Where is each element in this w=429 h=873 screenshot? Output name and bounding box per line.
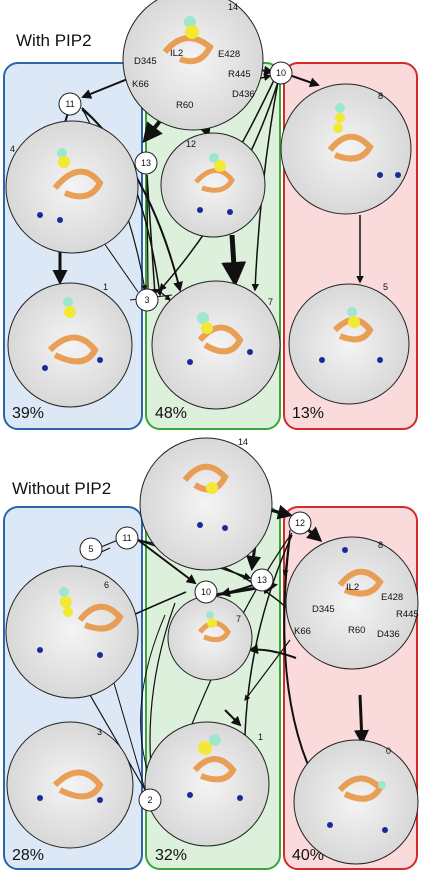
state-node-12: 12 [160, 132, 266, 238]
cluster-percent-red: 40% [292, 847, 324, 864]
state-node-11: 11 [58, 92, 82, 116]
state-number: 8 [378, 540, 383, 550]
residue-label: R60 [348, 625, 365, 636]
residue-label: D436 [232, 89, 255, 100]
state-node-5: 5 [79, 537, 103, 561]
state-node-3: 3 [6, 721, 134, 849]
state-number: 5 [88, 544, 93, 554]
state-number: 11 [65, 99, 74, 109]
state-node-13: 13 [250, 568, 274, 592]
state-node-8: 8 IL2 E428 D345 R445 K66 R60 D436 [285, 536, 419, 670]
state-node-7: 7 [151, 280, 281, 410]
state-number: 6 [104, 580, 109, 590]
state-number: 1 [258, 732, 263, 742]
state-node-13: 13 [134, 151, 158, 175]
state-node-10: 10 [269, 61, 293, 85]
state-node-5: 5 [288, 282, 410, 405]
cluster-percent-green: 48% [155, 405, 187, 422]
state-node-7: 7 [167, 595, 253, 681]
panel-with-pip2: With PIP2 39% 48% 13% [3, 0, 418, 430]
residue-label: E428 [218, 49, 240, 60]
state-number: 11 [122, 533, 131, 543]
cluster-percent-green: 32% [155, 847, 187, 864]
state-number: 14 [228, 2, 238, 12]
state-node-8: 8 [280, 83, 412, 215]
state-node-10: 10 [194, 580, 218, 604]
residue-label: D345 [312, 604, 335, 615]
state-number: 8 [378, 91, 383, 101]
residue-label: K66 [294, 626, 311, 637]
state-node-0: 0 [293, 739, 419, 865]
state-node-14: 14 [139, 437, 273, 571]
state-number: 5 [383, 282, 388, 292]
state-number: 2 [147, 795, 152, 805]
state-number: 12 [186, 139, 196, 149]
residue-label: R445 [396, 609, 419, 620]
residue-label: IL2 [346, 582, 359, 593]
state-number: 10 [201, 587, 211, 597]
cluster-percent-blue: 39% [12, 405, 44, 422]
state-node-14: 14 IL2 D345 E428 R445 K66 D436 R60 [122, 0, 264, 131]
cluster-percent-blue: 28% [12, 847, 44, 864]
residue-label: R445 [228, 69, 251, 80]
state-node-12: 12 [288, 511, 312, 535]
cluster-percent-red: 13% [292, 405, 324, 422]
state-node-6: 6 [5, 565, 139, 699]
state-number: 1 [103, 282, 108, 292]
state-number: 3 [97, 727, 102, 737]
state-number: 13 [141, 158, 151, 168]
state-node-1: 1 [144, 721, 270, 847]
residue-label: E428 [381, 592, 403, 603]
state-node-1: 1 [7, 282, 133, 408]
state-node-4: 4 [5, 120, 139, 254]
residue-label: IL2 [170, 48, 183, 59]
residue-label: K66 [132, 79, 149, 90]
state-number: 7 [268, 297, 273, 307]
residue-label: R60 [176, 100, 193, 111]
state-node-2: 2 [138, 788, 162, 812]
state-number: 12 [295, 518, 305, 528]
state-number: 13 [257, 575, 267, 585]
residue-label: D345 [134, 56, 157, 67]
state-number: 0 [386, 746, 391, 756]
panel-title: With PIP2 [16, 31, 92, 50]
panel-title: Without PIP2 [12, 479, 111, 498]
state-node-3: 3 [135, 288, 159, 312]
state-number: 14 [238, 437, 248, 447]
panel-without-pip2: Without PIP2 28% 32% 40% [3, 437, 419, 870]
state-number: 3 [144, 295, 149, 305]
state-number: 7 [236, 614, 241, 624]
residue-label: D436 [377, 629, 400, 640]
state-number: 10 [276, 68, 286, 78]
state-number: 4 [10, 144, 15, 154]
state-node-11: 11 [115, 526, 139, 550]
